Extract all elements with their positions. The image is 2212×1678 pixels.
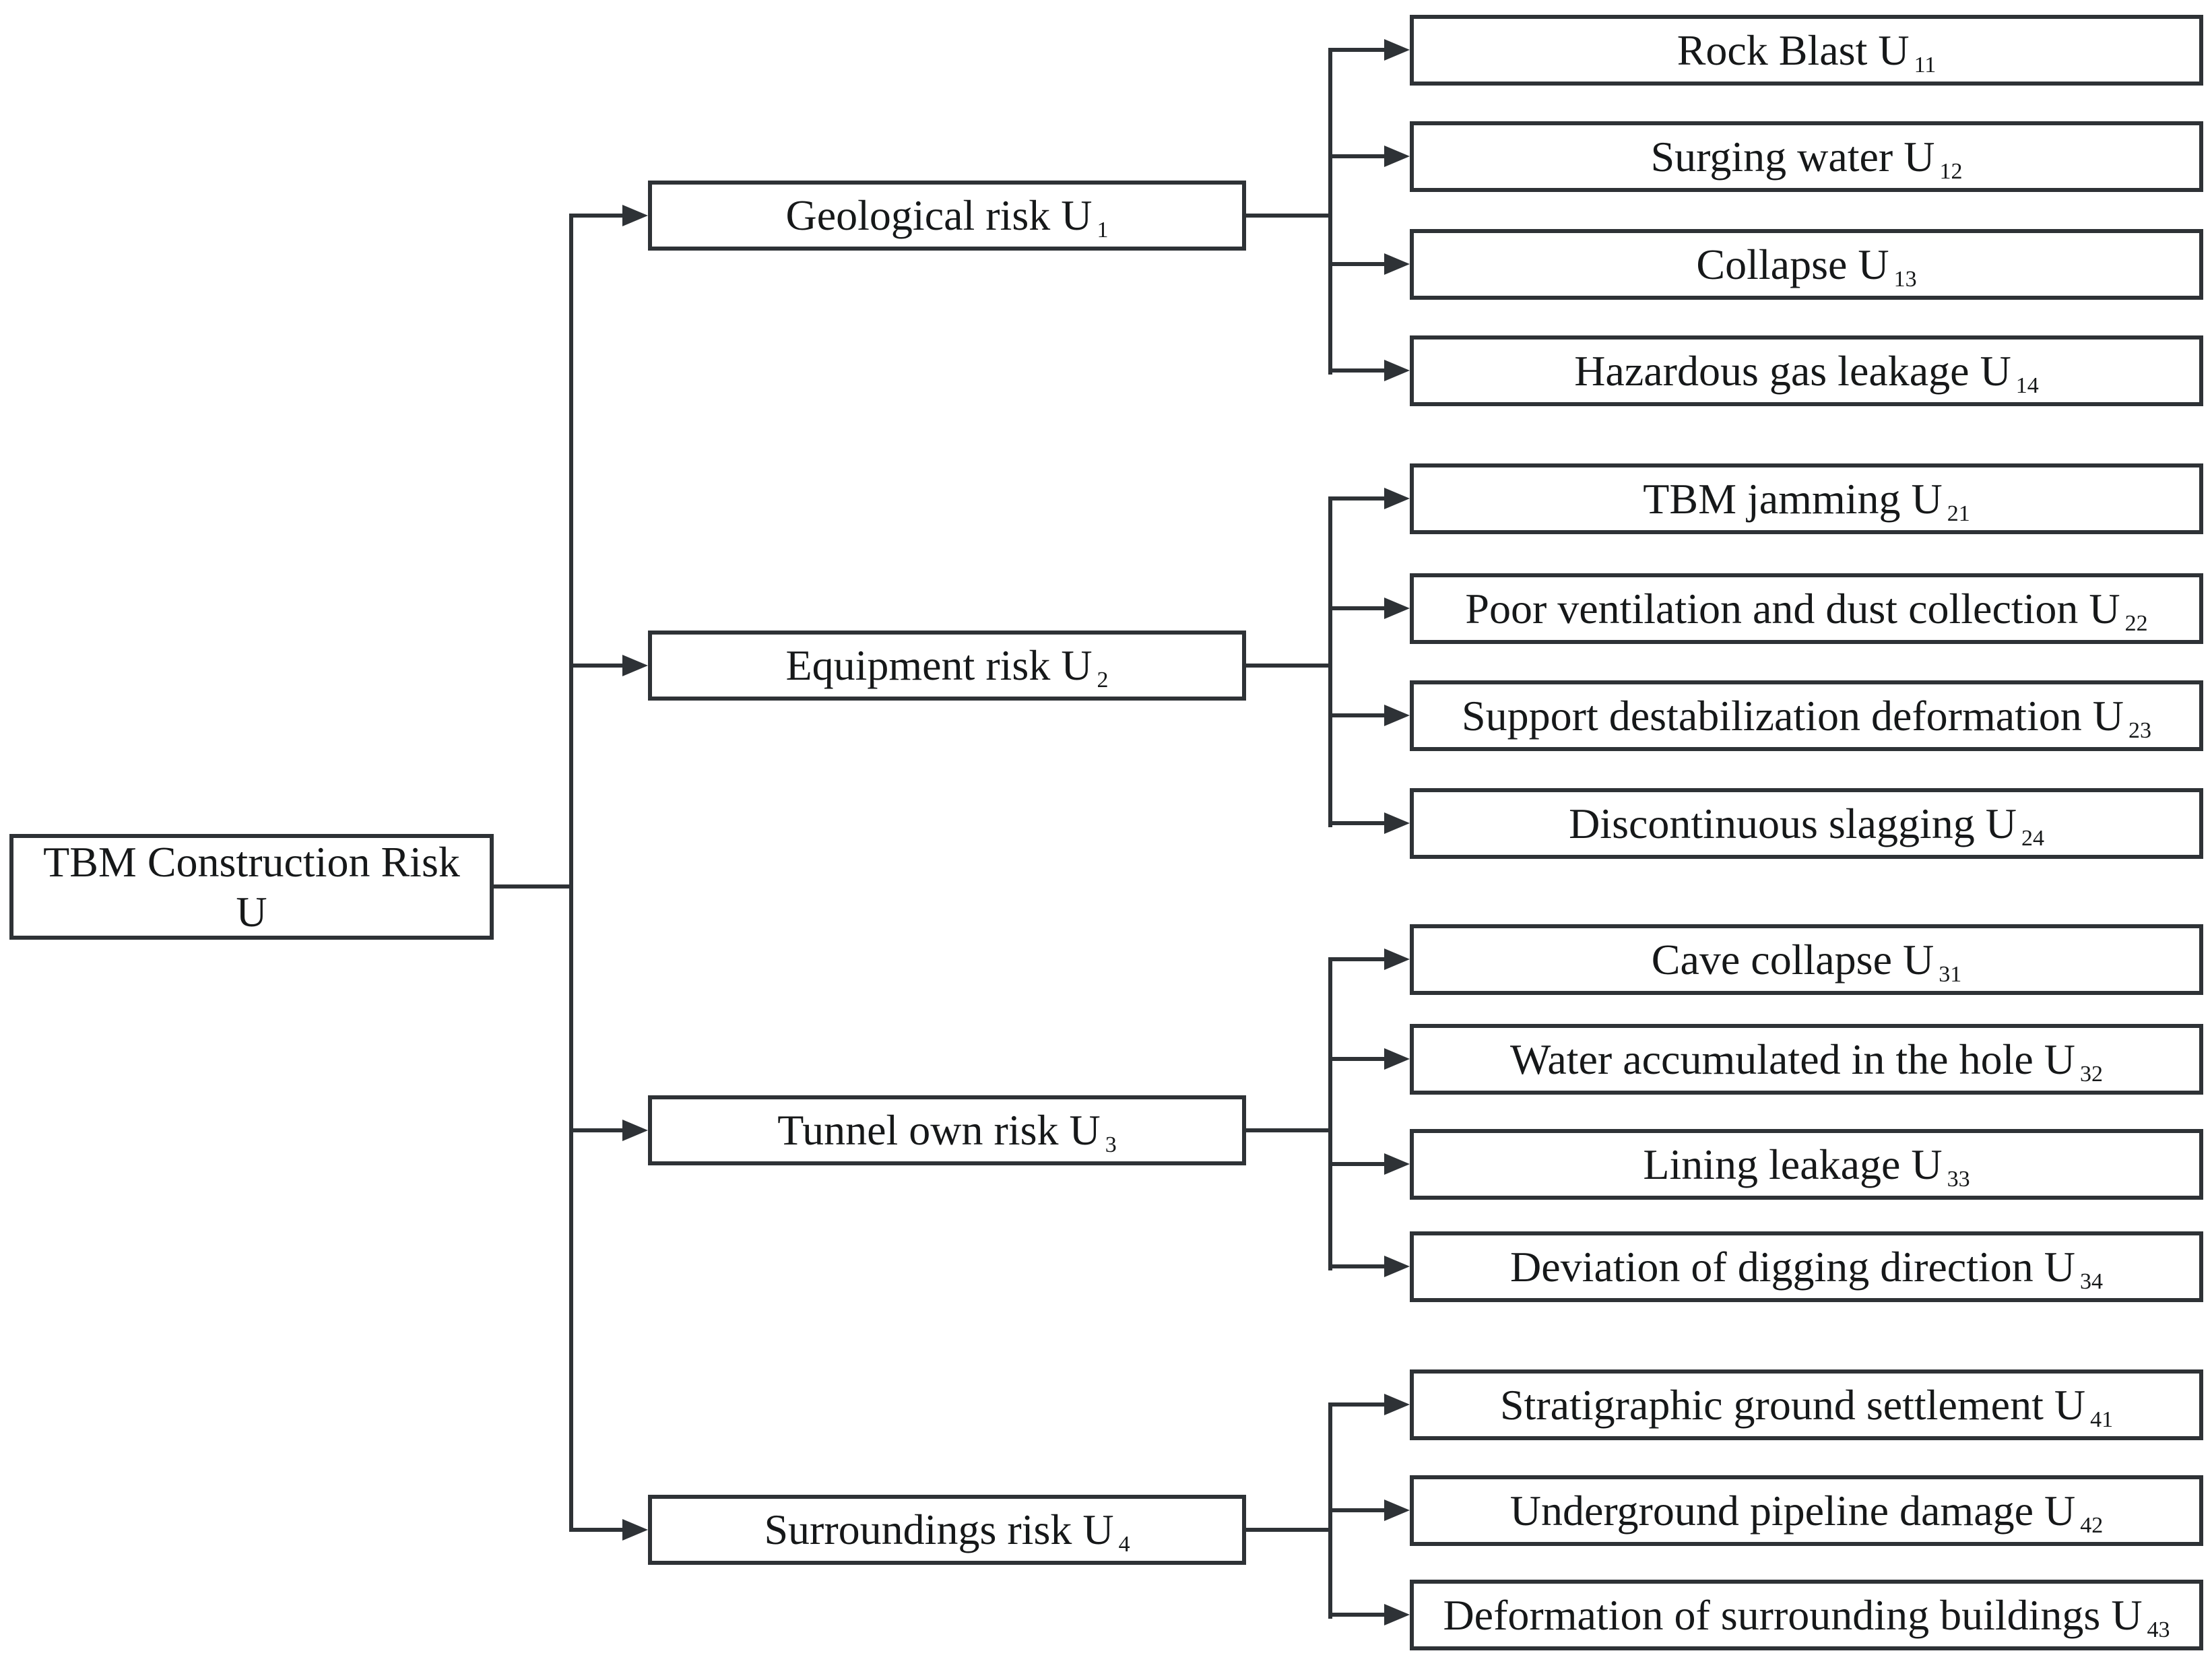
node-u34-label: Deviation of digging direction U <box>1510 1242 2075 1291</box>
arrow-into-u14-icon <box>1384 360 1410 381</box>
connector-trunk <box>569 214 573 1532</box>
connector-trunk-u3 <box>569 1128 625 1132</box>
arrow-into-u24-icon <box>1384 812 1410 834</box>
arrow-into-u34-icon <box>1384 1256 1410 1277</box>
node-u24-label: Discontinuous slagging U <box>1569 799 2017 847</box>
connector-u2-spine <box>1245 664 1332 668</box>
connector-u34 <box>1328 1264 1388 1268</box>
arrow-into-u23-icon <box>1384 705 1410 726</box>
connector-u11 <box>1328 48 1388 52</box>
connector-u22 <box>1328 606 1388 610</box>
node-u3-label: Tunnel own risk U <box>777 1106 1101 1155</box>
connector-trunk-u1 <box>569 214 625 218</box>
node-u14-label: Hazardous gas leakage U <box>1574 346 2011 395</box>
node-u22-label: Poor ventilation and dust collection U <box>1465 584 2120 633</box>
node-u13-label: Collapse U <box>1696 240 1889 288</box>
arrow-into-u22-icon <box>1384 598 1410 619</box>
connector-u21 <box>1328 496 1388 501</box>
node-u1-label: Geological risk U <box>785 191 1093 240</box>
node-u41-label: Stratigraphic ground settlement U <box>1499 1380 2086 1429</box>
arrow-into-u21-icon <box>1384 488 1410 509</box>
connector-spine-group1 <box>1328 48 1332 375</box>
node-u12-label: Surging water U <box>1650 132 1935 181</box>
connector-u24 <box>1328 821 1388 825</box>
node-u32-label: Water accumulated in the hole U <box>1510 1035 2075 1083</box>
node-u42-label: Underground pipeline damage U <box>1509 1486 2076 1535</box>
connector-u3-spine <box>1245 1128 1332 1132</box>
node-root-label-line2: U <box>236 887 267 936</box>
connector-spine-group2 <box>1328 496 1332 827</box>
arrow-into-u41-icon <box>1384 1394 1410 1415</box>
arrow-into-u4-icon <box>622 1519 648 1541</box>
arrow-into-u43-icon <box>1384 1604 1410 1625</box>
arrow-into-u32-icon <box>1384 1048 1410 1070</box>
node-root-label: TBM Construction Risk U <box>43 839 460 934</box>
arrow-into-u2-icon <box>622 655 648 676</box>
connector-trunk-u2 <box>569 664 625 668</box>
arrow-into-u31-icon <box>1384 948 1410 970</box>
arrow-into-u11-icon <box>1384 39 1410 61</box>
connector-u42 <box>1328 1508 1388 1512</box>
node-u33-label: Lining leakage U <box>1643 1140 1943 1188</box>
connector-u31 <box>1328 957 1388 961</box>
connector-spine-group3 <box>1328 957 1332 1270</box>
node-u4-label: Surroundings risk U <box>764 1506 1114 1554</box>
arrow-into-u13-icon <box>1384 253 1410 275</box>
node-u11-label: Rock Blast U <box>1677 26 1910 74</box>
connector-u33 <box>1328 1162 1388 1166</box>
arrow-into-u1-icon <box>622 205 648 226</box>
arrow-into-u12-icon <box>1384 146 1410 167</box>
arrow-into-u33-icon <box>1384 1153 1410 1175</box>
connector-u43 <box>1328 1613 1388 1617</box>
connector-u12 <box>1328 154 1388 158</box>
node-u2-label: Equipment risk U <box>785 641 1093 690</box>
connector-trunk-u4 <box>569 1528 625 1532</box>
connector-u1-spine <box>1245 214 1332 218</box>
connector-u23 <box>1328 713 1388 717</box>
node-u43-label: Deformation of surrounding buildings U <box>1443 1590 2143 1639</box>
node-root: TBM Construction Risk U <box>9 834 494 940</box>
connector-u41 <box>1328 1402 1388 1407</box>
node-root-label-line1: TBM Construction Risk <box>43 838 460 886</box>
connector-u13 <box>1328 262 1388 266</box>
arrow-into-u3-icon <box>622 1120 648 1141</box>
connector-root-trunk <box>490 884 573 889</box>
node-u21-label: TBM jamming U <box>1643 474 1943 523</box>
node-u31-label: Cave collapse U <box>1651 935 1934 983</box>
connector-u4-spine <box>1245 1528 1332 1532</box>
connector-u14 <box>1328 368 1388 373</box>
connector-u32 <box>1328 1057 1388 1061</box>
arrow-into-u42-icon <box>1384 1499 1410 1521</box>
node-u23-label: Support destabilization deformation U <box>1462 691 2124 740</box>
